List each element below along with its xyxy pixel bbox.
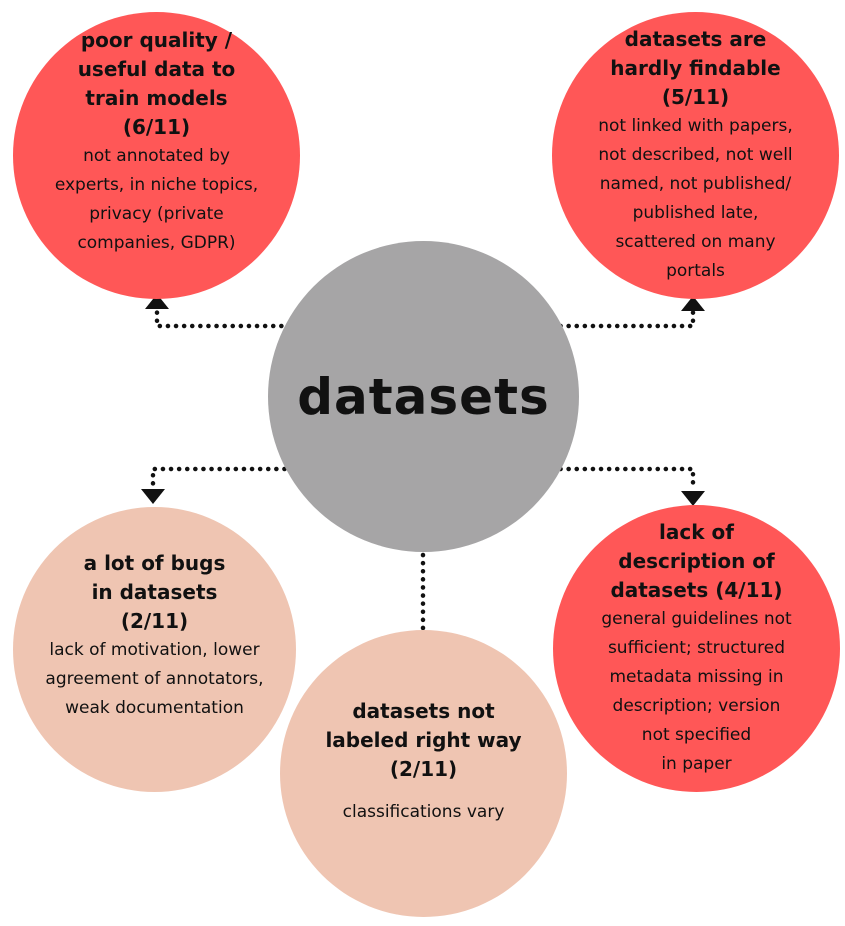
node-title: lack of description of datasets (4/11) [610, 520, 783, 602]
connector-top-right [517, 307, 696, 329]
center-node: datasets [268, 241, 579, 552]
arrow-up-icon [681, 296, 705, 311]
node-hardly-findable: datasets are hardly findable (5/11) not … [552, 12, 839, 299]
connector-top-left [154, 305, 333, 329]
connector-bottom-left [150, 466, 328, 491]
node-title: poor quality / useful data to train mode… [77, 27, 236, 139]
node-title: datasets not labeled right way (2/11) [325, 698, 522, 781]
node-bugs: a lot of bugs in datasets (2/11) lack of… [13, 507, 296, 792]
center-label: datasets [297, 367, 550, 426]
node-body: not linked with papers, not described, n… [598, 116, 793, 281]
node-body: not annotated by experts, in niche topic… [54, 145, 259, 253]
node-lack-description: lack of description of datasets (4/11) g… [553, 505, 840, 792]
node-title: a lot of bugs in datasets (2/11) [83, 550, 226, 633]
node-body: general guidelines not sufficient; struc… [601, 609, 792, 774]
node-body: classifications vary [342, 801, 505, 822]
node-poor-quality: poor quality / useful data to train mode… [13, 12, 300, 299]
node-not-labeled: datasets not labeled right way (2/11) cl… [280, 630, 567, 917]
node-body: lack of motivation, lower agreement of a… [45, 639, 264, 718]
arrow-down-icon [141, 489, 165, 504]
arrow-up-icon [145, 294, 169, 309]
arrow-down-icon [681, 491, 705, 506]
connector-bottom-right [517, 466, 696, 493]
node-title: datasets are hardly findable (5/11) [610, 27, 781, 109]
